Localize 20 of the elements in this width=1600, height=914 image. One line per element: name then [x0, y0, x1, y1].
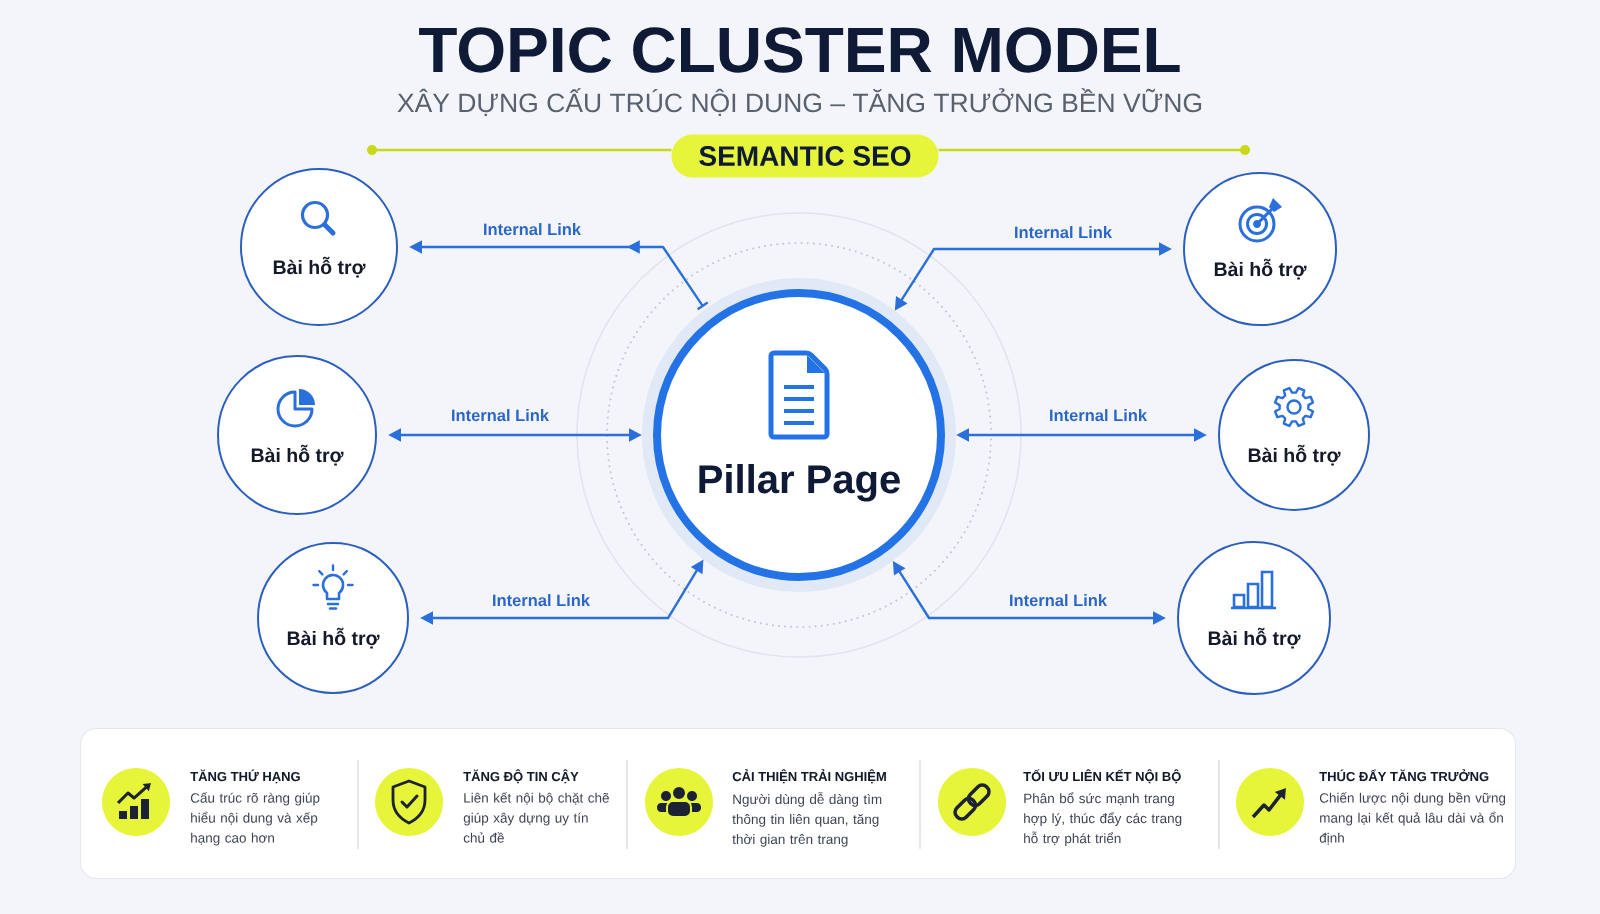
description: Phân bổ sức mạnh trang hợp lý, thúc đẩy các trang hỗ trợ phát triển: [1024, 792, 1182, 846]
edge-label: Internal Link: [1046, 407, 1150, 424]
edge-label: Internal Link: [489, 592, 593, 609]
edge-label: Internal Link: [480, 221, 584, 238]
heading: CẢI THIỆN TRẢI NGHIỆM: [732, 769, 886, 784]
description: Người dùng dễ dàng tìm thông tin liên quan, tăng thời gian trên trang: [732, 792, 882, 847]
pill-label: SEMANTIC SEO: [671, 134, 939, 178]
title: TOPIC CLUSTER MODEL: [419, 27, 1180, 73]
heading: TĂNG ĐỘ TIN CẬY: [463, 769, 579, 784]
panel: [80, 728, 1516, 879]
edge-label: Internal Link: [448, 407, 552, 424]
heading: TĂNG THỨ HẠNG: [190, 769, 300, 784]
description: Liên kết nội bộ chặt chẽ giúp xây dựng uy tín chủ đề: [463, 792, 609, 843]
description: Cấu trúc rõ ràng giúp hiểu nội dung và xếp hạng cao hơn: [190, 792, 320, 846]
edge-label: Internal Link: [1006, 592, 1110, 609]
heading: THÚC ĐẨY TĂNG TRƯỞNG: [1319, 769, 1489, 782]
heading: TỐI ƯU LIÊN KẾT NỘI BỘ: [1023, 769, 1181, 784]
description: Chiến lược nội dung bền vững mang lại kết quả lâu dài và ổn định: [1319, 792, 1506, 845]
edge-label: Internal Link: [1011, 224, 1115, 241]
subtitle: XÂY DỰNG CẤU TRÚC NỘI DUNG – TĂNG TRƯỞNG BỀN VỮNG: [397, 88, 1202, 117]
